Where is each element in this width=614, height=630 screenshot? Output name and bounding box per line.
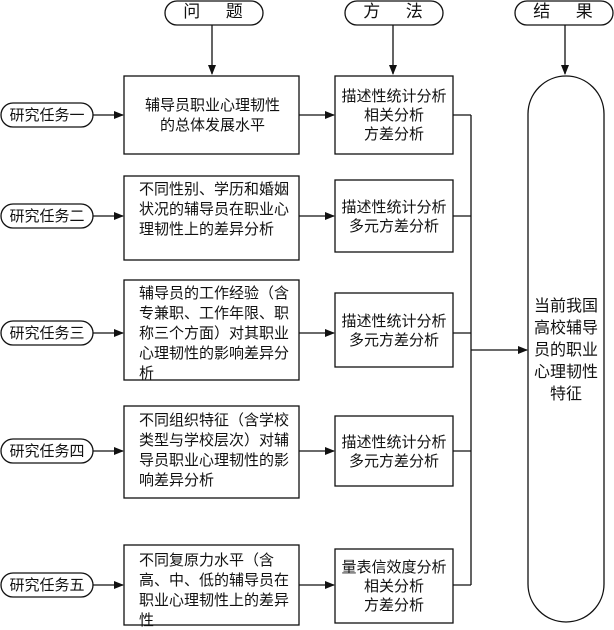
task-label-4: 研究任务四 <box>9 442 85 460</box>
problem-box-3 <box>123 279 300 381</box>
problem-text-2: 不同性别、学历和婚姻状况的辅导员在职业心理韧性上的差异分析 <box>139 180 290 238</box>
method-box-3 <box>334 292 454 368</box>
header-method-pill <box>344 0 444 26</box>
method-text-3: 描述性统计分析 多元方差分析 <box>335 312 453 350</box>
header-result-pill <box>514 0 614 26</box>
problem-box-2 <box>123 175 300 261</box>
method-5-line-3: 方差分析 <box>363 596 424 614</box>
method-4-line-1: 描述性统计分析 <box>341 433 447 451</box>
method-4-line-2: 多元方差分析 <box>348 452 439 470</box>
method-1-line-2: 相关分析 <box>363 106 424 124</box>
result-capsule <box>527 75 605 623</box>
method-1-line-3: 方差分析 <box>363 125 424 143</box>
method-text-2: 描述性统计分析 多元方差分析 <box>335 198 453 236</box>
method-box-2 <box>334 179 454 253</box>
problem-text-1: 辅导员职业心理韧性的总体发展水平 <box>144 96 280 134</box>
problem-box-5 <box>123 544 300 626</box>
method-3-line-2: 多元方差分析 <box>348 331 439 349</box>
method-box-5 <box>334 548 454 624</box>
problem-text-3: 辅导员的工作经验（含专兼职、工作年限、职称三个方面）对其职业心理韧性的影响差异分… <box>139 284 290 382</box>
method-1-line-1: 描述性统计分析 <box>341 87 447 105</box>
method-2-line-1: 描述性统计分析 <box>341 198 447 216</box>
header-result-label: 结 果 <box>533 2 603 22</box>
header-method-label: 方 法 <box>363 2 433 22</box>
task-label-2: 研究任务二 <box>9 207 85 225</box>
task-label-5: 研究任务五 <box>9 576 85 594</box>
method-text-4: 描述性统计分析 多元方差分析 <box>335 433 453 471</box>
method-5-line-2: 相关分析 <box>363 577 424 595</box>
method-text-5: 量表信效度分析 相关分析 方差分析 <box>335 558 453 615</box>
method-3-line-1: 描述性统计分析 <box>341 312 447 330</box>
method-5-line-1: 量表信效度分析 <box>341 558 447 576</box>
task-label-3: 研究任务三 <box>9 324 85 342</box>
header-problem-label: 问 题 <box>183 2 253 22</box>
result-text: 当前我国高校辅导员的职业心理韧性特征 <box>533 296 598 403</box>
problem-text-4: 不同组织特征（含学校类型与学校层次）对辅导员职业心理韧性的影响差异分析 <box>139 411 290 489</box>
header-problem-pill <box>164 0 264 26</box>
task-label-1: 研究任务一 <box>9 106 85 124</box>
method-box-4 <box>334 415 454 487</box>
problem-box-1 <box>123 75 300 155</box>
method-text-1: 描述性统计分析 相关分析 方差分析 <box>335 87 453 144</box>
problem-text-5: 不同复原力水平（含高、中、低的辅导员在职业心理韧性上的差异性 <box>139 551 290 629</box>
problem-box-4 <box>123 405 300 499</box>
method-box-1 <box>334 75 454 155</box>
method-2-line-2: 多元方差分析 <box>348 217 439 235</box>
